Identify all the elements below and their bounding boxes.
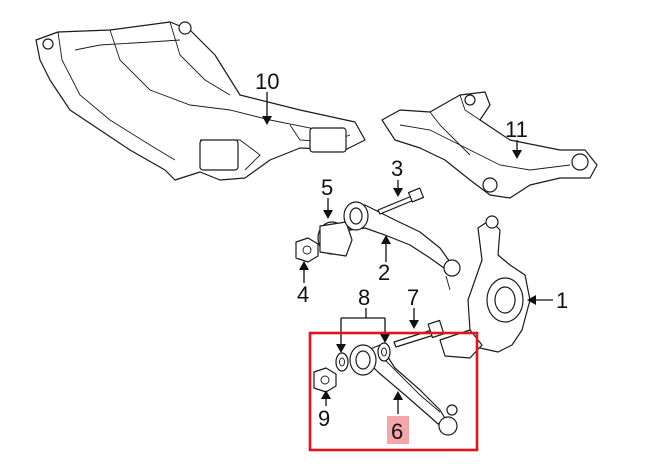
washer-right	[377, 342, 391, 362]
callout-6: 6	[391, 419, 403, 444]
nut-part-4	[295, 237, 319, 263]
callout-2: 2	[378, 260, 390, 285]
crossmember-part-11	[381, 91, 598, 199]
washers-part-8	[335, 342, 391, 372]
callout-11: 11	[505, 117, 528, 142]
washer-left	[335, 352, 349, 372]
control-arm-part-2	[343, 201, 461, 291]
callout-8: 8	[358, 285, 370, 310]
callout-9: 9	[318, 406, 330, 431]
steering-knuckle-part-1	[439, 215, 531, 359]
callout-numbers: 10 11 3 5 2 4 1 8 7 9 6	[255, 69, 568, 444]
highlight-label-fill	[387, 416, 409, 444]
callout-10: 10	[255, 69, 279, 94]
bolt-part-3	[377, 187, 425, 215]
callout-3: 3	[391, 156, 403, 181]
bushing-part-5	[317, 221, 353, 257]
control-arm-part-6	[349, 344, 458, 436]
leader-lines	[262, 92, 553, 414]
highlight-box	[308, 331, 479, 452]
callout-7: 7	[407, 285, 419, 310]
subframe-part-10	[35, 21, 366, 181]
callout-1: 1	[556, 288, 568, 313]
nut-part-9	[313, 367, 337, 393]
callout-5: 5	[321, 175, 333, 200]
callout-4: 4	[297, 282, 309, 307]
